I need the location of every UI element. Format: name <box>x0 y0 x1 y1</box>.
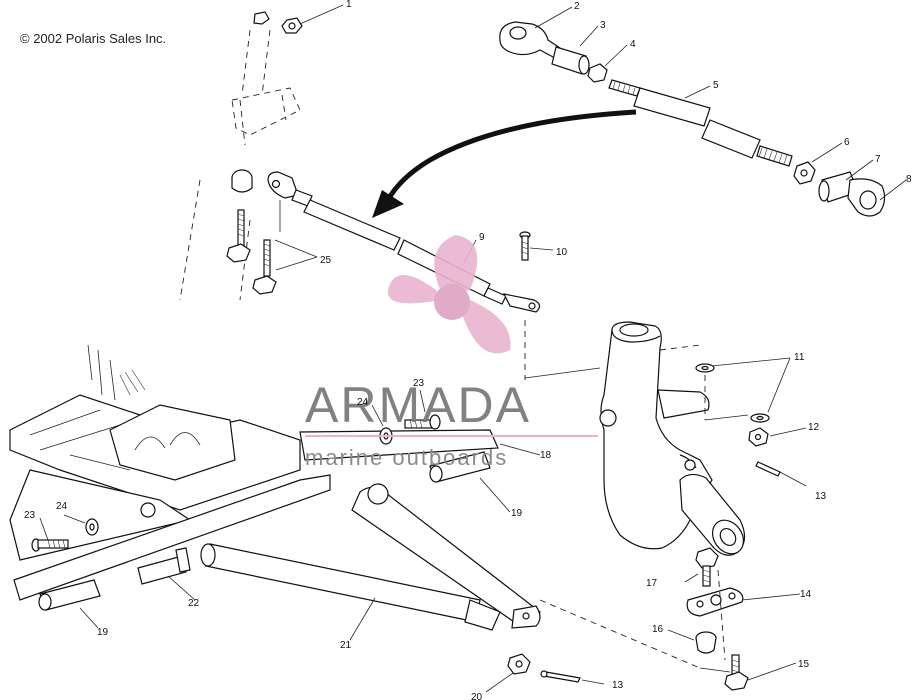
assembly-lines <box>279 200 749 673</box>
assembly-arrow <box>372 109 637 218</box>
callout-21: 21 <box>340 640 352 651</box>
bolt-15 <box>724 654 749 691</box>
callout-12: 12 <box>808 422 820 433</box>
nut-16 <box>695 631 717 654</box>
callout-20: 20 <box>471 692 483 700</box>
logo-hub <box>434 284 470 320</box>
washer-11-top <box>695 363 715 373</box>
frame <box>9 344 499 601</box>
callout-24-right: 24 <box>357 397 369 408</box>
callout-23-left: 23 <box>24 510 36 521</box>
callout-13-bottom: 13 <box>612 680 624 691</box>
callout-3: 3 <box>600 20 606 31</box>
callout-11-a: 11 <box>794 352 805 363</box>
callout-5: 5 <box>713 80 719 91</box>
steering-column <box>179 29 301 301</box>
rod-end-8 <box>847 178 886 217</box>
callout-13-right: 13 <box>815 491 827 502</box>
callout-15: 15 <box>798 659 810 670</box>
nut-6 <box>793 161 816 185</box>
logo-blade-top <box>434 235 478 298</box>
nut-20 <box>507 653 531 675</box>
callout-7: 7 <box>875 154 881 165</box>
washer-24-left <box>85 518 99 536</box>
bolt-17 <box>695 547 719 587</box>
callout-19-left: 19 <box>97 627 109 638</box>
callout-25: 25 <box>320 255 332 266</box>
callout-16: 16 <box>652 624 664 635</box>
nut-1 <box>253 11 303 34</box>
callout-8: 8 <box>906 174 912 185</box>
callout-4: 4 <box>630 39 636 50</box>
watermark-subtitle: marine outboards <box>305 445 508 470</box>
callout-1: 1 <box>346 0 352 10</box>
bolt-23-left <box>31 538 69 552</box>
bolts-25 <box>226 209 277 295</box>
spindle-18 <box>599 321 746 556</box>
leader-lines <box>39 4 907 693</box>
a-arm-21 <box>137 483 542 631</box>
washer-11-bottom <box>750 413 770 423</box>
callout-numbers: 1 2 3 4 5 6 7 8 9 10 11 12 13 13 14 15 1… <box>24 0 912 700</box>
callout-18: 18 <box>540 450 552 461</box>
tie-rod-5 <box>608 79 793 167</box>
callout-2: 2 <box>574 1 580 12</box>
bushing-stack <box>231 169 253 193</box>
callout-19-right: 19 <box>511 508 523 519</box>
nut-4 <box>587 63 608 83</box>
watermark-title: ARMADA <box>305 377 531 433</box>
callout-17: 17 <box>646 578 658 589</box>
bushing-19-right <box>429 451 491 483</box>
callout-23-right: 23 <box>413 378 425 389</box>
cotter-pin-13-bottom <box>540 670 581 683</box>
callout-22: 22 <box>188 598 200 609</box>
callout-6: 6 <box>844 137 850 148</box>
jam-sleeve-3 <box>551 46 590 75</box>
bushing-19-left <box>38 579 101 611</box>
bolt-23-right <box>404 414 441 430</box>
callout-10: 10 <box>556 247 568 258</box>
callout-24-left: 24 <box>56 501 68 512</box>
cotter-pin-13-right <box>755 461 781 477</box>
watermark-logo <box>387 235 511 354</box>
logo-blade-right <box>462 300 511 354</box>
plate-14 <box>686 587 744 617</box>
callout-9: 9 <box>479 232 485 243</box>
callout-14: 14 <box>800 589 812 600</box>
bolt-10 <box>519 231 531 261</box>
rod-end-2 <box>499 21 561 59</box>
copyright-text: © 2002 Polaris Sales Inc. <box>20 31 166 46</box>
logo-blade-left <box>387 275 440 304</box>
nut-12 <box>748 427 769 447</box>
